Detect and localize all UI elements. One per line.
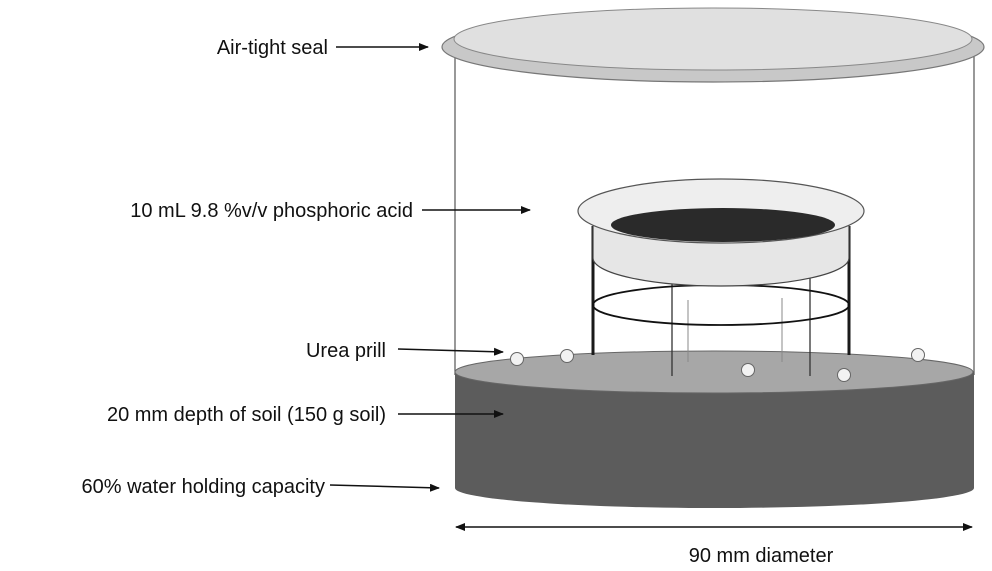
urea-prill <box>911 348 925 362</box>
urea-prill <box>510 352 524 366</box>
water-arrow <box>329 483 440 492</box>
water-capacity-label: 60% water holding capacity <box>82 476 325 498</box>
urea-prill <box>741 363 755 377</box>
soil-layer <box>454 350 974 509</box>
air-tight-seal-lid <box>441 7 985 83</box>
urea-prill <box>560 349 574 363</box>
urea-arrow <box>397 347 504 356</box>
phosphoric-acid-dish <box>577 178 865 287</box>
diameter-label: 90 mm diameter <box>689 545 834 567</box>
acid-label: 10 mL 9.8 %v/v phosphoric acid <box>130 200 413 222</box>
seal-label: Air-tight seal <box>217 37 328 59</box>
phosphoric-acid-liquid <box>611 208 835 242</box>
urea-prills <box>510 348 925 382</box>
urea-prill <box>837 368 851 382</box>
urea-label: Urea prill <box>306 340 386 362</box>
soil-depth-label: 20 mm depth of soil (150 g soil) <box>107 404 386 426</box>
